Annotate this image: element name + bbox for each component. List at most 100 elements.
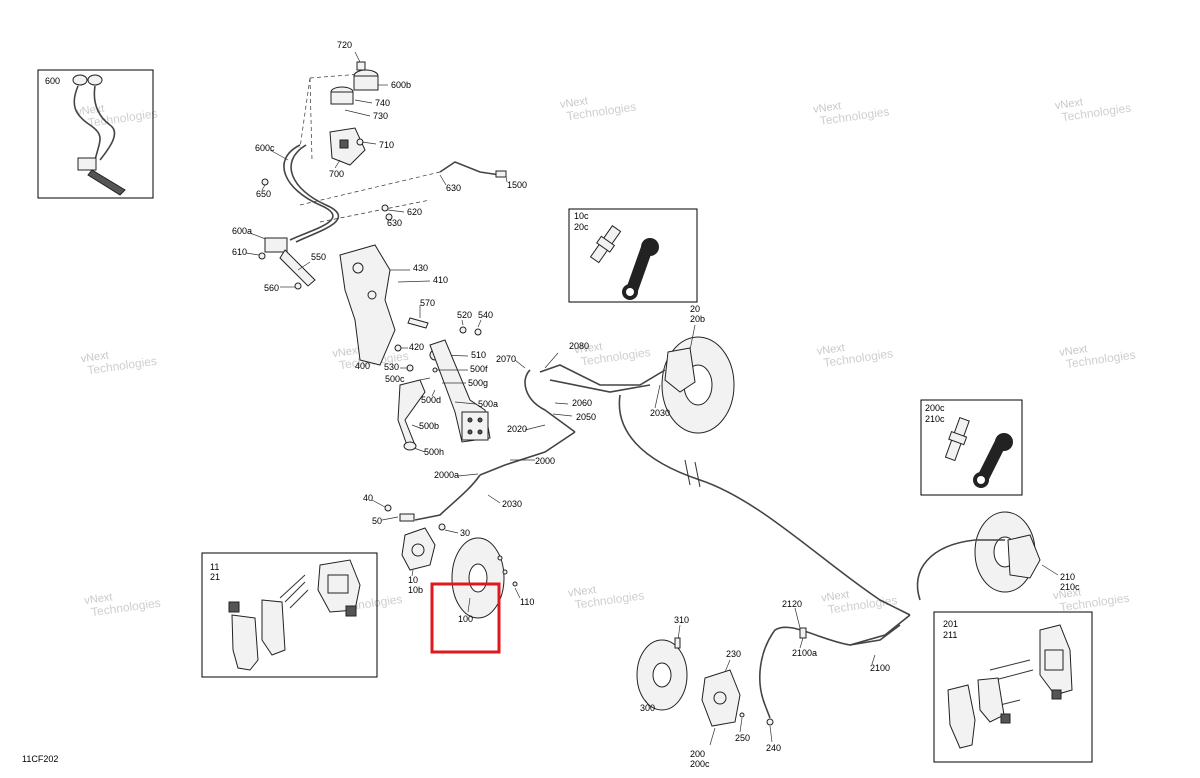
callout-620: 620: [407, 207, 422, 217]
callout-720: 720: [337, 40, 352, 50]
callout-110: 110: [520, 597, 534, 607]
callout-100: 100: [458, 614, 473, 624]
svg-text:vNext: vNext: [812, 100, 842, 116]
bleeder-screw: [589, 225, 622, 264]
watermark-4: vNext Technologies: [1054, 96, 1132, 124]
callout-560: 560: [264, 283, 279, 293]
svg-text:vNext: vNext: [1054, 96, 1084, 112]
watermark-13: vNext Technologies: [820, 589, 898, 617]
inset-box-bleeder-10c-20c: 10c 20c: [568, 208, 698, 303]
callout-530: 530: [384, 362, 399, 372]
inset-box-pads-11-21: 11 21: [201, 552, 378, 678]
callout-500b: 500b: [419, 421, 439, 431]
bleeder-screw-rear: [944, 416, 970, 462]
svg-text:vNext: vNext: [816, 342, 846, 358]
callout-600: 600: [45, 76, 60, 86]
callout-230: 230: [726, 649, 741, 659]
callout-30: 30: [460, 528, 470, 538]
svg-text:vNext: vNext: [332, 344, 362, 360]
callout-550: 550: [311, 252, 326, 262]
callout-310: 310: [674, 615, 689, 625]
callout-2100a: 2100a: [792, 648, 817, 658]
callout-10: 10: [408, 575, 418, 585]
callout-201: 201: [943, 619, 958, 629]
callout-500g: 500g: [468, 378, 488, 388]
svg-text:vNext: vNext: [76, 103, 106, 119]
callout-600a: 600a: [232, 226, 252, 236]
callout-500f: 500f: [470, 364, 488, 374]
svg-text:vNext: vNext: [84, 591, 114, 607]
bleeder-cap-rear: [973, 433, 1013, 488]
pedal-bracket-400: 430 410 570 420 400: [339, 244, 448, 371]
callout-200c-box: 200c: [925, 403, 945, 413]
callout-40: 40: [363, 493, 373, 503]
rear-left-brake-200: 310 230 300 250 240 200 200c: [636, 615, 781, 769]
callout-21: 21: [210, 572, 220, 582]
master-cylinder-600a: 600a 610 550 560: [232, 226, 326, 293]
watermark-10: vNext Technologies: [84, 591, 162, 619]
callout-420: 420: [409, 342, 424, 352]
svg-text:vNext: vNext: [1052, 586, 1082, 602]
callout-1500: 1500: [507, 180, 527, 190]
watermarks: vNext Technologies vNext Technologies vN…: [76, 95, 1137, 619]
callout-2120: 2120: [782, 599, 802, 609]
callout-610: 610: [232, 247, 247, 257]
inset-box-600: 600: [37, 69, 154, 199]
watermark-5: vNext Technologies: [80, 349, 158, 377]
callout-20c: 20c: [574, 222, 589, 232]
svg-text:vNext: vNext: [559, 95, 589, 111]
master-cylinder-assembly-600: [72, 74, 126, 196]
callout-240: 240: [766, 743, 781, 753]
callout-2100: 2100: [870, 663, 890, 673]
brake-lines-2000: 2080 2070 2060 2050 2020 2000 2000a 2030: [414, 341, 911, 616]
callout-11: 11: [210, 562, 219, 572]
callout-210: 210: [1060, 572, 1075, 582]
callout-200c: 200c: [690, 759, 710, 769]
watermark-12: vNext Technologies: [567, 584, 645, 612]
callout-730: 730: [373, 111, 388, 121]
callout-2000a: 2000a: [434, 470, 459, 480]
callout-650: 650: [256, 189, 271, 199]
callout-10b: 10b: [408, 585, 423, 595]
watermark-1: vNext Technologies: [76, 103, 159, 130]
watermark-7: vNext Technologies: [574, 341, 652, 369]
watermark-2: vNext Technologies: [559, 95, 637, 123]
svg-text:vNext: vNext: [567, 584, 597, 600]
watermark-8: vNext Technologies: [816, 342, 894, 370]
reservoir-assembly: 720 600b 740 730 710 700: [299, 40, 411, 179]
svg-text:vNext: vNext: [80, 349, 110, 365]
callout-500c: 500c: [385, 374, 405, 384]
callout-20b: 20b: [690, 314, 705, 324]
callout-400: 400: [355, 361, 370, 371]
front-right-brake-20: 20 20b 2030: [650, 304, 735, 434]
callout-500a: 500a: [478, 399, 498, 409]
callout-210c: 210c: [1060, 582, 1080, 592]
callout-2030-lower: 2030: [502, 499, 522, 509]
watermark-9: vNext Technologies: [1059, 343, 1137, 371]
brake-line-1500: 630 1500 620 630: [299, 161, 527, 228]
callout-710: 710: [379, 140, 394, 150]
callout-2020: 2020: [507, 424, 527, 434]
callout-2050: 2050: [576, 412, 596, 422]
watermark-3: vNext Technologies: [812, 100, 890, 128]
inset-box-pads-201-211: 201 211: [933, 611, 1093, 763]
callout-211: 211: [943, 630, 957, 640]
callout-540: 540: [478, 310, 493, 320]
figure-code: 11CF202: [22, 754, 58, 764]
front-left-brake-10: 40 50 30 10 10b 110 100: [363, 493, 534, 654]
callout-410: 410: [433, 275, 448, 285]
callout-500d: 500d: [421, 395, 441, 405]
callout-50: 50: [372, 516, 382, 526]
callout-250: 250: [735, 733, 750, 743]
highlight-box-100: [430, 582, 501, 654]
callout-700: 700: [329, 169, 344, 179]
callout-300: 300: [640, 703, 655, 713]
callout-740: 740: [375, 98, 390, 108]
callout-510: 510: [471, 350, 486, 360]
callout-600b: 600b: [391, 80, 411, 90]
inset-box-bleeder-200c-210c: 200c 210c: [920, 399, 1023, 496]
svg-text:vNext: vNext: [574, 341, 604, 357]
callout-430: 430: [413, 263, 428, 273]
callout-10c: 10c: [574, 211, 589, 221]
